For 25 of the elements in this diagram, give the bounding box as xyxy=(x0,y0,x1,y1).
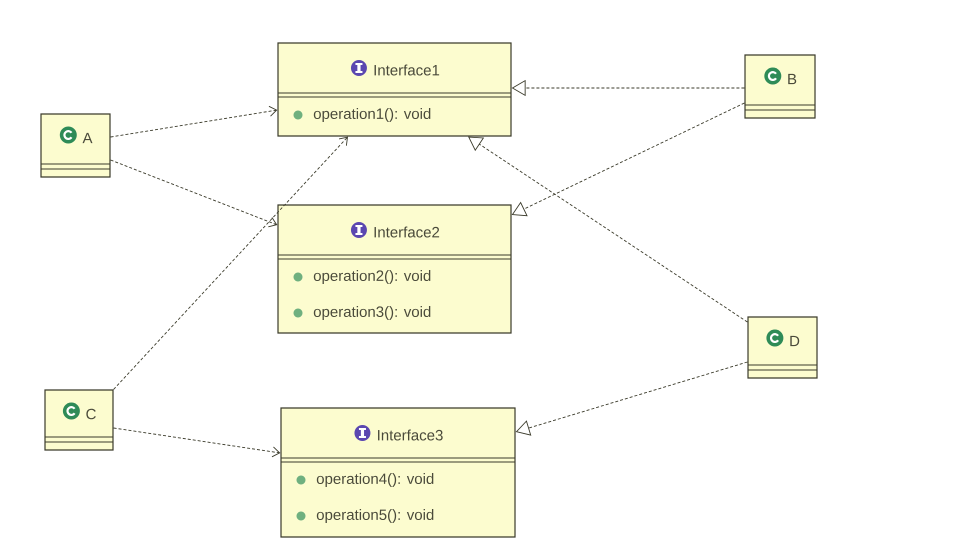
class-name: D xyxy=(790,336,800,346)
dependency-arrow xyxy=(113,428,280,458)
dependency-arrow xyxy=(110,106,278,138)
interface-box xyxy=(277,204,512,334)
interface-box xyxy=(277,42,512,137)
method-signature: operation2(): void xyxy=(314,270,430,284)
class-box xyxy=(40,113,111,178)
class-name: A xyxy=(82,132,92,144)
interface-box xyxy=(280,407,516,538)
realization-arrow xyxy=(512,102,745,216)
dependency-arrow xyxy=(110,160,278,228)
class-box xyxy=(44,389,114,451)
class-name: C xyxy=(86,408,96,420)
class-box xyxy=(744,54,816,119)
class-name: Interface3 xyxy=(378,430,443,440)
method-signature: operation1(): void xyxy=(314,108,430,122)
method-signature: operation5(): void xyxy=(316,509,434,523)
realization-arrow xyxy=(468,136,748,322)
method-signature: operation3(): void xyxy=(314,306,430,320)
class-name: Interface2 xyxy=(374,226,440,238)
class-name: B xyxy=(788,74,796,84)
method-signature: operation4(): void xyxy=(316,473,434,487)
class-name: Interface1 xyxy=(374,64,440,76)
dependency-arrow xyxy=(113,136,348,390)
class-box xyxy=(747,316,818,379)
